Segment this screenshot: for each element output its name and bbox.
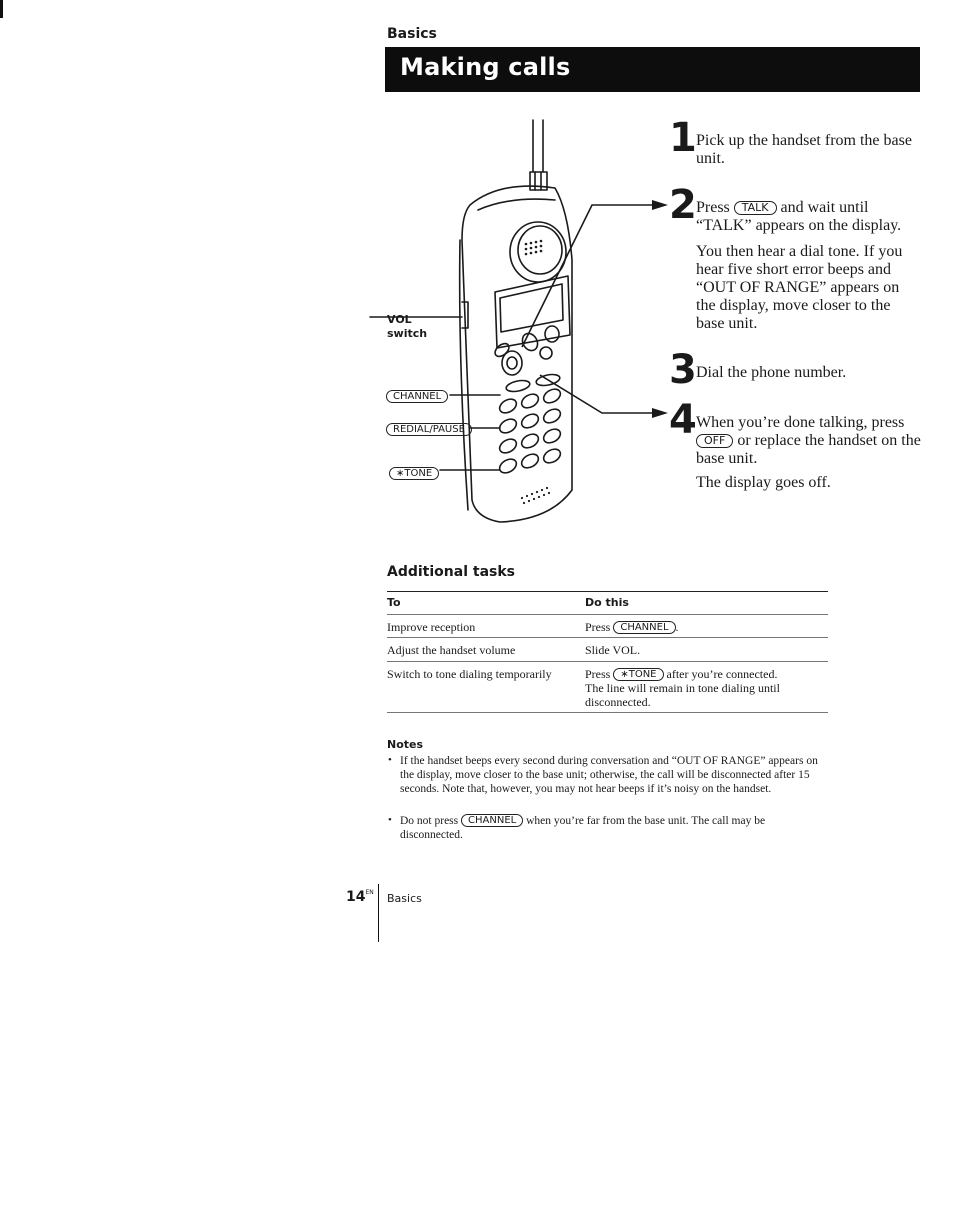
step-4-extra: The display goes off. xyxy=(696,474,831,491)
step-3-text: Dial the phone number. xyxy=(696,364,847,381)
step-2-number: 2 xyxy=(669,182,697,228)
row-3-tone-key: ∗TONE xyxy=(613,668,664,681)
keypad xyxy=(498,388,562,474)
table-row-2-to: Adjust the handset volume xyxy=(387,643,516,657)
off-key: OFF xyxy=(696,434,734,448)
channel-key: CHANNEL xyxy=(386,390,449,403)
note-2-bullet: • xyxy=(388,814,392,826)
note-1-bullet: • xyxy=(388,754,392,766)
redial-pause-key: REDIAL/PAUSE xyxy=(386,423,472,436)
step-2-text: Press TALK and wait until “TALK” appears… xyxy=(696,199,921,235)
talk-key: TALK xyxy=(733,201,777,215)
table-row-3-do: Press ∗TONE after you’re connected. The … xyxy=(585,667,825,709)
vol-label-line1: VOL xyxy=(387,313,412,326)
redial-pause-key-label: REDIAL/PAUSE xyxy=(386,420,472,438)
footer-divider xyxy=(378,884,379,942)
page-title: Making calls xyxy=(400,53,571,81)
table-row-2-do: Slide VOL. xyxy=(585,643,641,657)
note-2-channel-key: CHANNEL xyxy=(461,814,524,827)
row-3-line: Press ∗TONE after you’re connected. xyxy=(585,667,825,681)
channel-key-label: CHANNEL xyxy=(386,387,449,405)
step-4-post: or replace the handset on the base unit. xyxy=(696,432,921,467)
footer-section: Basics xyxy=(387,892,422,905)
step-4-pre: When you’re done talking, press xyxy=(696,414,905,431)
page-number-value: 14 xyxy=(346,889,366,905)
step-2-post: and wait until “TALK” appears on the dis… xyxy=(696,199,902,234)
vol-switch xyxy=(461,301,469,329)
row-3-extra: The line will remain in tone dialing unt… xyxy=(585,681,780,709)
table-row-1-do: Press CHANNEL. xyxy=(585,620,679,634)
antenna xyxy=(529,119,548,191)
additional-tasks-heading: Additional tasks xyxy=(387,564,515,580)
row-1-post: . xyxy=(675,620,679,634)
table-row-1-to: Improve reception xyxy=(387,620,476,634)
table-top-rule xyxy=(387,591,828,592)
row-1-channel-key: CHANNEL xyxy=(613,621,676,634)
note-1-text: If the handset beeps every second during… xyxy=(400,755,818,795)
row-3-pre: Press xyxy=(585,667,611,681)
tone-key: ∗TONE xyxy=(389,467,440,480)
arrow-to-step-2 xyxy=(521,204,660,348)
display-window xyxy=(499,283,564,333)
page-number: 14EN xyxy=(346,889,374,905)
row-3-post: after you’re connected. xyxy=(666,667,778,681)
table-header-rule xyxy=(387,614,828,615)
tone-key-label: ∗TONE xyxy=(389,464,440,482)
handset-body xyxy=(461,185,573,523)
step-4-number: 4 xyxy=(669,397,697,443)
table-row-3-to: Switch to tone dialing temporarily xyxy=(387,667,552,681)
title-bar xyxy=(385,47,920,92)
arrow-to-step-4 xyxy=(539,374,660,414)
section-label: Basics xyxy=(387,26,437,42)
column-header-do-this: Do this xyxy=(585,596,629,609)
nav-button xyxy=(501,350,523,376)
step-2-pre: Press xyxy=(696,199,730,216)
note-2-text: Do not press CHANNEL when you’re far fro… xyxy=(400,814,825,842)
column-header-to: To xyxy=(387,596,401,609)
step-2-extra: You then hear a dial tone. If you hear f… xyxy=(696,243,903,332)
note-2-pre: Do not press xyxy=(400,815,459,827)
step-3-number: 3 xyxy=(669,347,697,393)
page-edge-mark xyxy=(0,0,3,18)
vol-label-line2: switch xyxy=(387,327,428,340)
row-1-pre: Press xyxy=(585,620,611,634)
step-1-text: Pick up the handset from the base unit. xyxy=(696,132,912,167)
step-4-text: When you’re done talking, press OFF or r… xyxy=(696,414,921,468)
note-2-post: when you’re far from the base unit. The … xyxy=(400,815,766,841)
handset-illustration xyxy=(369,119,573,523)
vol-label: VOL switch xyxy=(387,313,427,341)
step-1-number: 1 xyxy=(669,115,697,161)
step-pointer-arrows xyxy=(521,200,668,418)
notes-heading: Notes xyxy=(387,738,424,751)
table-bottom-rule xyxy=(387,712,828,713)
page-number-superscript: EN xyxy=(365,889,374,896)
table-row-rule xyxy=(387,661,828,662)
table-row-rule xyxy=(387,637,828,638)
